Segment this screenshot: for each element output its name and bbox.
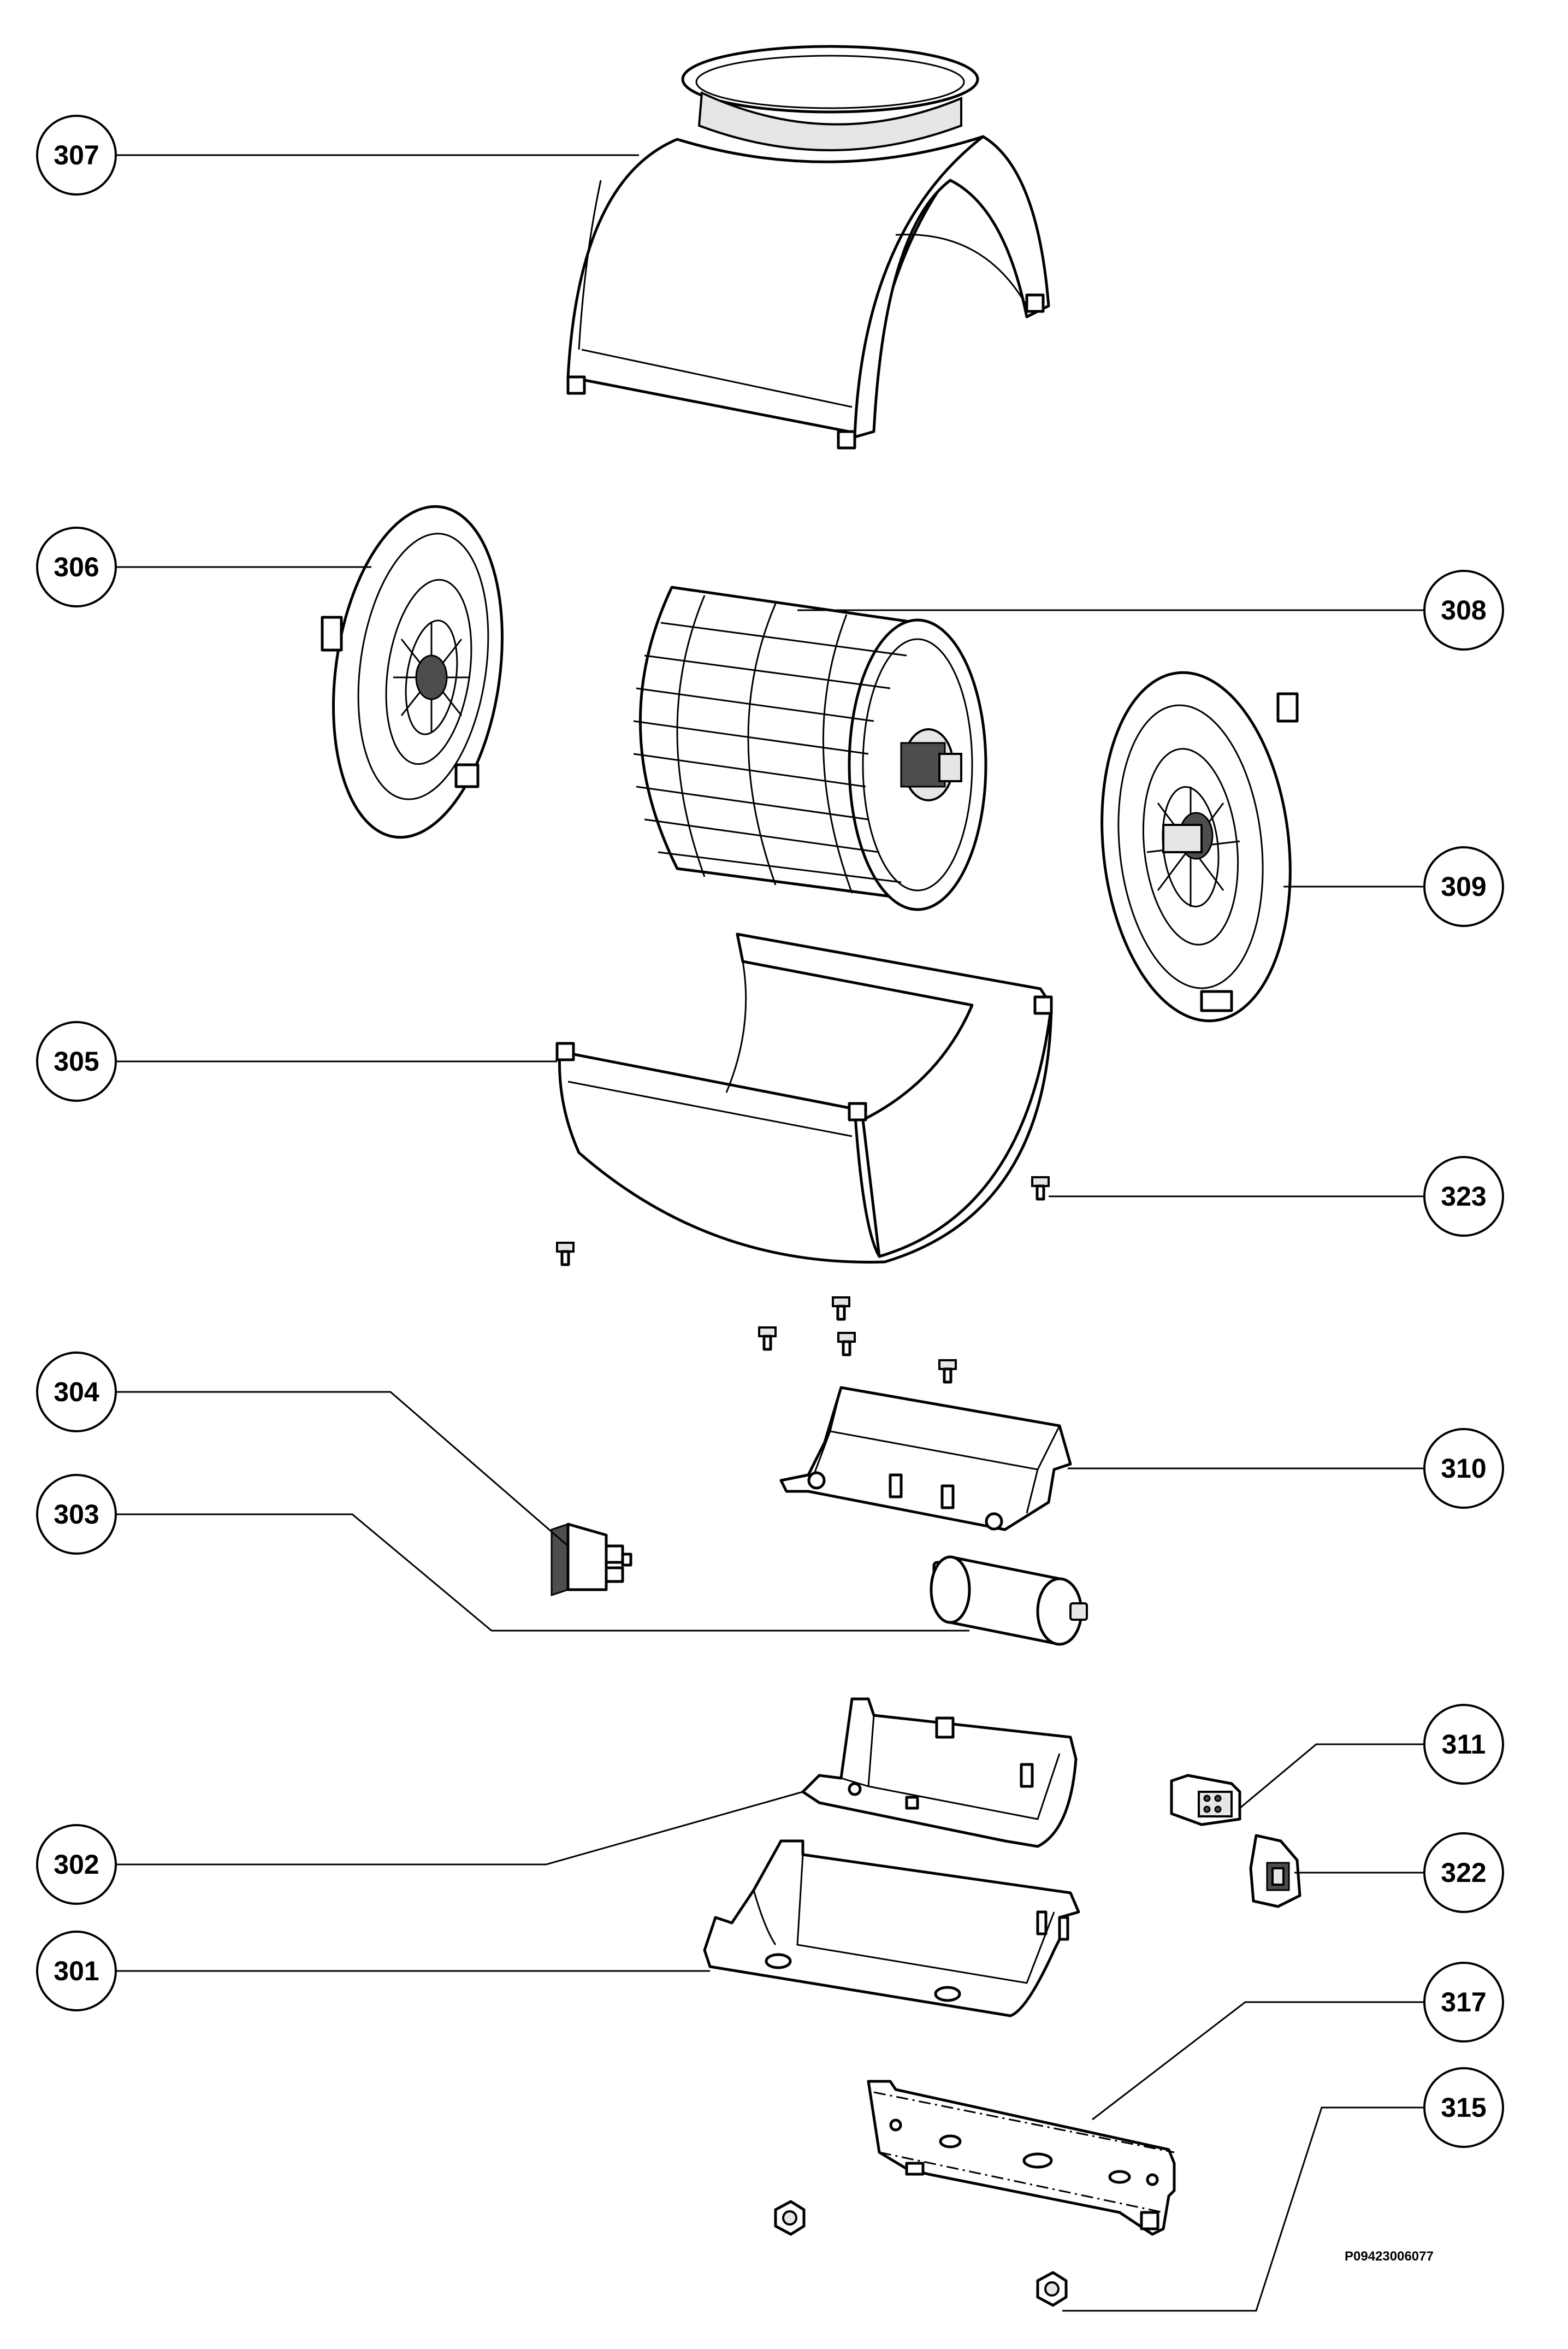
callout-317: 317: [1423, 1962, 1504, 2043]
part-305-lower-scroll-housing: [555, 932, 1053, 1264]
part-309-right-fan-cover: [1100, 671, 1299, 1023]
callout-308: 308: [1423, 570, 1504, 651]
part-303-capacitor: [930, 1555, 1088, 1646]
nut: [774, 2200, 806, 2236]
callout-302: 302: [36, 1824, 117, 1905]
screw: [556, 1242, 575, 1266]
callout-311: 311: [1423, 1704, 1504, 1785]
callout-311-label: 311: [1442, 1729, 1486, 1760]
leader-315: [1062, 2106, 1424, 2312]
nuts-315: [774, 2200, 1068, 2307]
callout-305-label: 305: [54, 1046, 99, 1077]
part-307-upper-housing: [566, 45, 1050, 450]
part-310-electrical-cover: [779, 1386, 1072, 1531]
callout-303-label: 303: [54, 1499, 99, 1530]
part-306-left-fan-cover: [321, 505, 504, 839]
part-311-connector: [1170, 1774, 1241, 1826]
callout-309-label: 309: [1441, 871, 1486, 902]
screw: [837, 1332, 856, 1356]
part-301-base-tray: [703, 1839, 1080, 2017]
callout-317-label: 317: [1441, 1987, 1486, 2017]
screws-323: [556, 1176, 1050, 1384]
nut: [1036, 2271, 1068, 2307]
callout-315: 315: [1423, 2067, 1504, 2148]
callout-315-label: 315: [1441, 2092, 1486, 2123]
callout-310: 310: [1423, 1428, 1504, 1509]
callout-303: 303: [36, 1474, 117, 1555]
leader-311: [1239, 1743, 1424, 1809]
part-322-socket: [1249, 1834, 1301, 1908]
part-302-lower-cover: [801, 1697, 1078, 1848]
callout-310-label: 310: [1441, 1453, 1486, 1484]
leader-lines: [116, 154, 1424, 2312]
callout-323: 323: [1423, 1156, 1504, 1237]
screw: [832, 1296, 850, 1321]
callout-306: 306: [36, 527, 117, 607]
document-code: P09423006077: [1345, 2249, 1434, 2264]
callout-304: 304: [36, 1351, 117, 1432]
callout-323-label: 323: [1441, 1181, 1486, 1212]
callout-301: 301: [36, 1931, 117, 2011]
callout-305: 305: [36, 1021, 117, 1102]
callout-307: 307: [36, 115, 117, 196]
leader-304: [116, 1391, 569, 1547]
callout-309: 309: [1423, 846, 1504, 927]
screw: [1031, 1176, 1050, 1201]
part-304-switch: [551, 1522, 632, 1597]
callout-302-label: 302: [54, 1849, 99, 1880]
leader-317: [1092, 2001, 1424, 2121]
callout-304-label: 304: [54, 1377, 99, 1407]
callout-322-label: 322: [1441, 1857, 1486, 1888]
screw: [938, 1359, 957, 1384]
part-308-blower-wheel: [633, 586, 987, 911]
screw: [758, 1326, 777, 1351]
part-317-mounting-plate: [867, 2080, 1176, 2236]
callout-322: 322: [1423, 1832, 1504, 1913]
leader-303: [116, 1513, 969, 1632]
callout-301-label: 301: [54, 1956, 99, 1986]
callout-308-label: 308: [1441, 595, 1486, 625]
callout-307-label: 307: [54, 140, 99, 170]
leader-302: [116, 1791, 803, 1866]
callout-306-label: 306: [54, 552, 99, 582]
